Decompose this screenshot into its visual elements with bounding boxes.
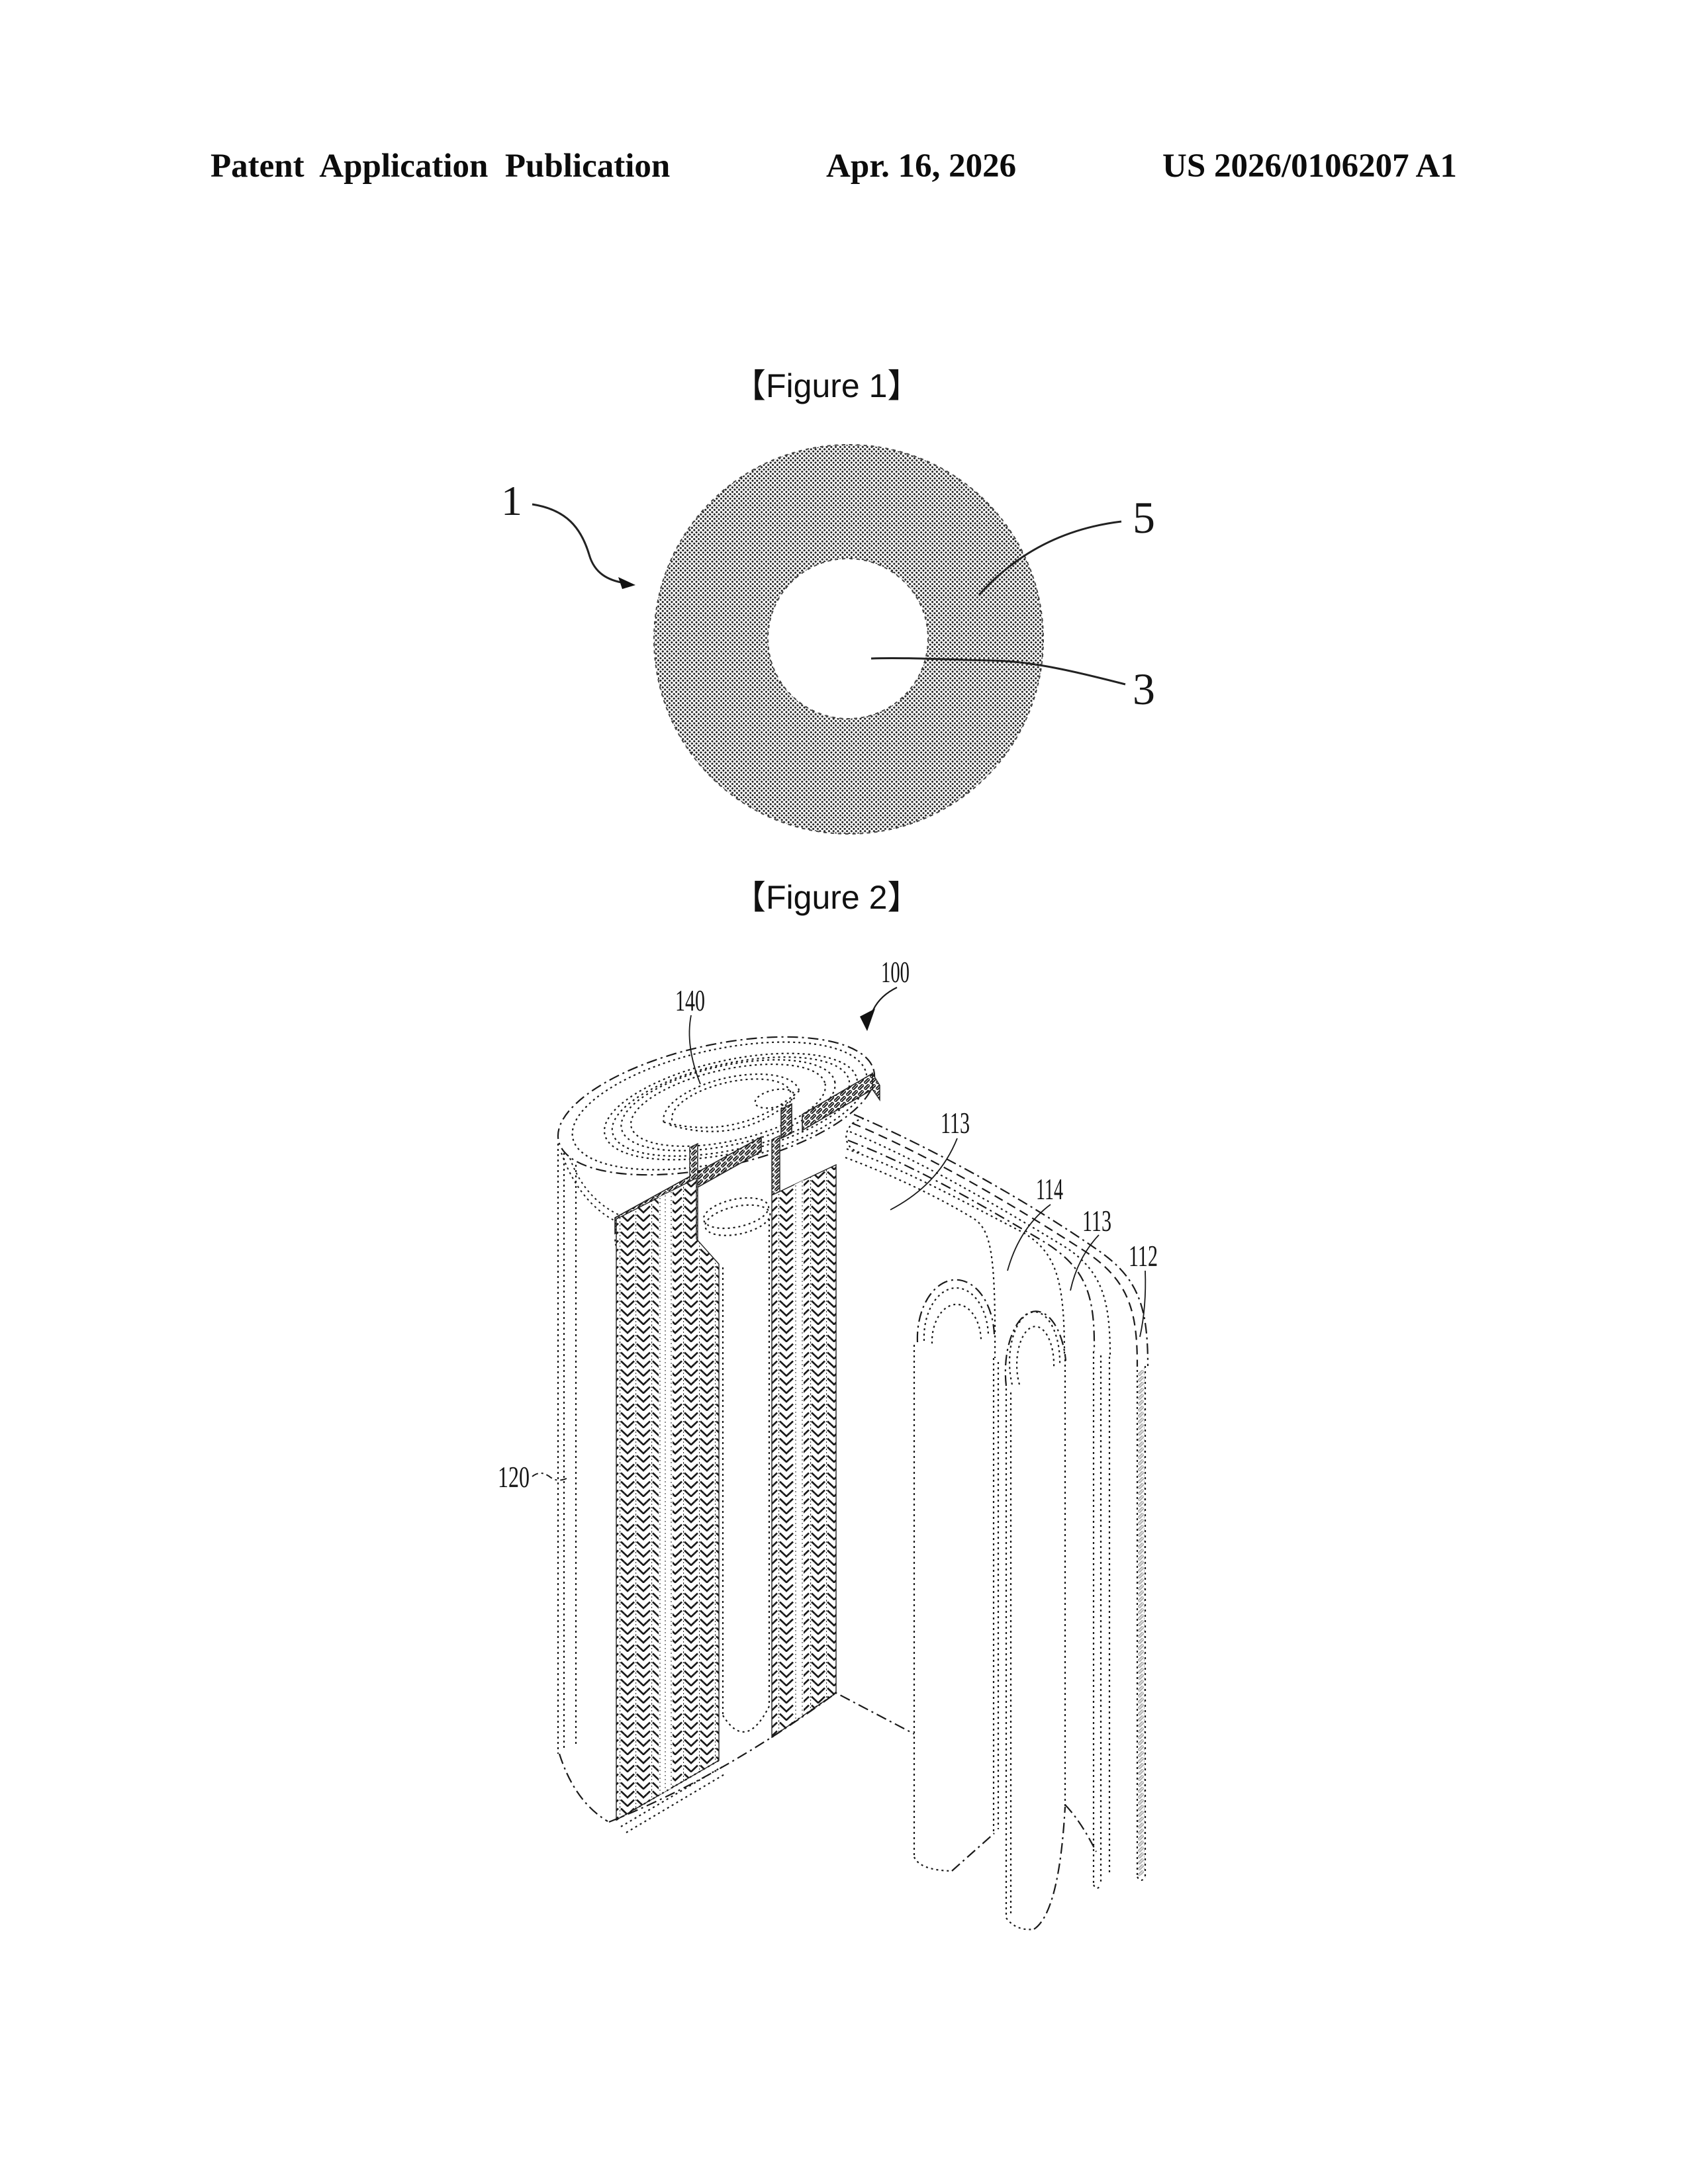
svg-text:113: 113 <box>941 1107 970 1140</box>
svg-text:112: 112 <box>1129 1240 1158 1273</box>
svg-text:113: 113 <box>1082 1205 1111 1238</box>
svg-text:100: 100 <box>881 956 910 989</box>
svg-text:5: 5 <box>1133 492 1155 543</box>
svg-text:1: 1 <box>501 477 522 524</box>
svg-text:120: 120 <box>498 1461 530 1494</box>
svg-text:114: 114 <box>1036 1173 1063 1206</box>
svg-text:3: 3 <box>1133 664 1155 714</box>
svg-text:140: 140 <box>675 984 705 1017</box>
